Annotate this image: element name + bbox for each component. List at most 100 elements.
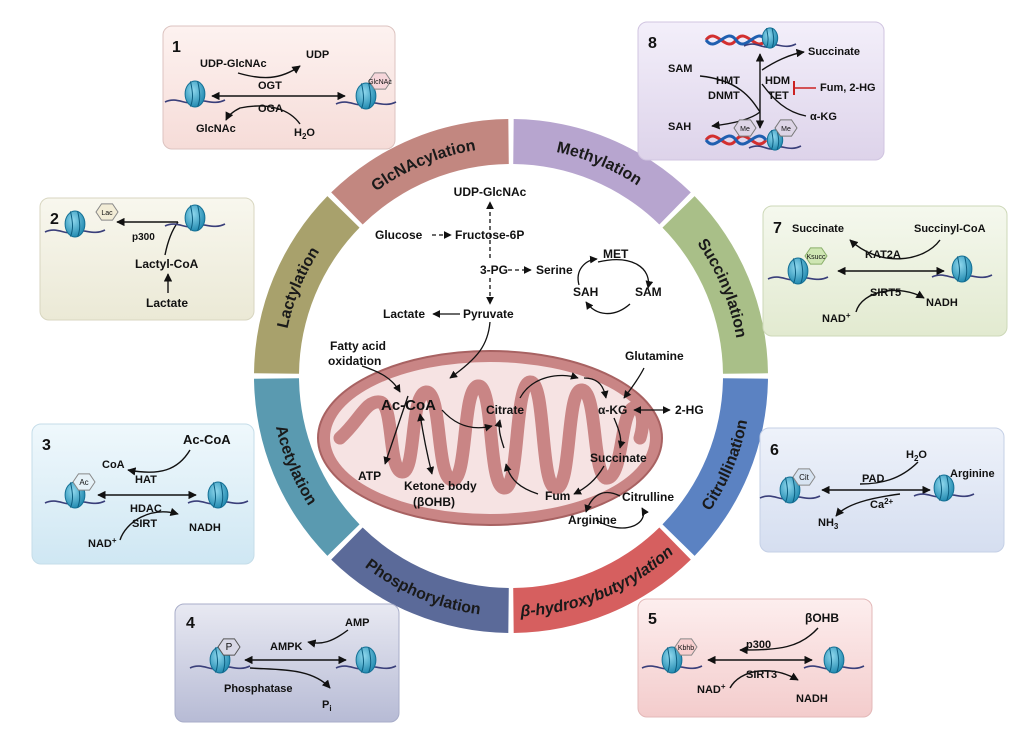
oxidation-label: oxidation [328,354,381,368]
p8-akg: α-KG [810,111,837,123]
p3-hdac: HDAC [130,503,162,515]
panel-number-7: 7 [773,220,782,237]
p7-nadh: NADH [926,297,958,309]
akg-label: α-KG [598,403,627,417]
fum-label: Fum [545,489,570,503]
fatty-acid-label: Fatty acid [330,339,386,353]
svg-text:Me: Me [740,126,750,133]
p1-glcnac: GlcNAc [196,123,236,135]
modification-tag: Me [774,119,798,137]
modification-tag: Lac [95,203,119,221]
nucleosome [913,474,975,502]
panel-number-5: 5 [648,611,657,628]
nucleosome [335,82,397,110]
nucleosome [767,257,829,285]
ring-segment [662,378,768,556]
ring-segment [513,527,691,633]
mitochondrion [317,350,663,526]
p3-coa: CoA [102,459,125,471]
ring-segment [254,196,360,374]
modification-tag: Cit [792,468,816,486]
citrate-label: Citrate [486,403,524,417]
lactate-center-label: Lactate [383,307,425,321]
panel-number-6: 6 [770,442,779,459]
p8-sah: SAH [668,121,691,133]
nucleosome [44,210,106,238]
udp-glcnac-center: UDP-GlcNAc [454,185,527,199]
p6-ca: Ca2+ [870,497,894,511]
nucleosome [164,80,226,108]
modification-tag: GlcNAc [368,72,392,90]
panel-number-8: 8 [648,35,657,52]
p3-nad: NAD+ [88,536,117,550]
p4-phosphatase: Phosphatase [224,683,292,695]
p5-nad: NAD+ [697,682,726,696]
nucleosome [931,255,993,283]
p4-pi: Pi [322,699,332,713]
p4-ampk: AMPK [270,641,302,653]
p3-hat: HAT [135,474,157,486]
p5-p300: p300 [746,639,771,651]
p6-h2o: H2O [906,449,927,463]
panel-number-1: 1 [172,39,181,56]
ring-segment [254,378,360,556]
modification-tag: P [217,638,241,656]
nucleosome [759,476,821,504]
p6-nh3: NH3 [818,517,839,531]
succinate-center-label: Succinate [590,451,647,465]
nucleosome [641,646,703,674]
svg-text:Cit: Cit [799,473,810,482]
pyruvate-label: Pyruvate [463,307,514,321]
dna-helix [704,34,768,46]
bohb-label: (βOHB) [413,495,455,509]
p8-tet: TET [768,90,789,102]
p2-p300: p300 [132,232,155,243]
inhibition-mark [793,81,816,95]
modification-tag: Me [733,119,757,137]
p8-fum: Fum, 2-HG [820,82,876,94]
svg-text:Lac: Lac [101,210,113,217]
ketone-body-label: Ketone body [404,479,477,493]
met-label: MET [603,247,629,261]
nucleosome [743,27,797,49]
p2-lactate: Lactate [146,296,188,310]
nucleosome [164,204,226,232]
modification-tag: Kbhb [674,638,698,656]
panel-phosphorylation: 4 AMP AMPK Phosphatase Pi [174,603,400,723]
p1-ogt: OGT [258,80,282,92]
p1-water: H2O [294,127,315,141]
p8-hdm: HDM [765,75,790,87]
sam-center-label: SAM [635,285,662,299]
atp-label: ATP [358,469,381,483]
ring-segment [513,119,691,225]
nucleosome [803,646,865,674]
panel-acetylation: 3 Ac-CoA CoA HAT HDAC SIRT NAD+ NADH [31,423,255,565]
serine-label: Serine [536,263,573,277]
panel-succinylation: 7 Succinate Succinyl-CoA KAT2A SIRT5 NAD… [762,205,1008,337]
panel-number-4: 4 [186,615,195,632]
panel-number-2: 2 [50,211,59,228]
svg-text:Kbhb: Kbhb [678,645,694,652]
svg-text:Ac: Ac [79,478,88,487]
p6-arginine: Arginine [950,468,995,480]
p7-succinyl-coa: Succinyl-CoA [914,223,986,235]
p7-nad: NAD+ [822,311,851,325]
svg-text:P: P [226,642,233,653]
ring-segment [331,119,509,225]
panel-glcnacylation: 1 UDP-GlcNAc UDP OGT OGA GlcNAc H2O [162,25,396,150]
ring-segment [662,196,768,374]
nucleosome [335,646,397,674]
p3-sirt: SIRT [132,518,157,530]
nucleosome [187,481,249,509]
svg-text:GlcNAc: GlcNAc [368,79,392,86]
panel-citrullination: 6 H2O Arginine PAD Ca2+ NH3 [759,427,1005,553]
glutamine-label: Glutamine [625,349,684,363]
p1-udp: UDP [306,49,329,61]
citrulline-label: Citrulline [622,490,674,504]
p8-hmt: HMT [716,75,740,87]
p4-amp: AMP [345,617,369,629]
central-metabolism: UDP-GlcNAc Glucose Fructose-6P 3-PG Seri… [328,185,704,529]
p8-succinate: Succinate [808,46,860,58]
